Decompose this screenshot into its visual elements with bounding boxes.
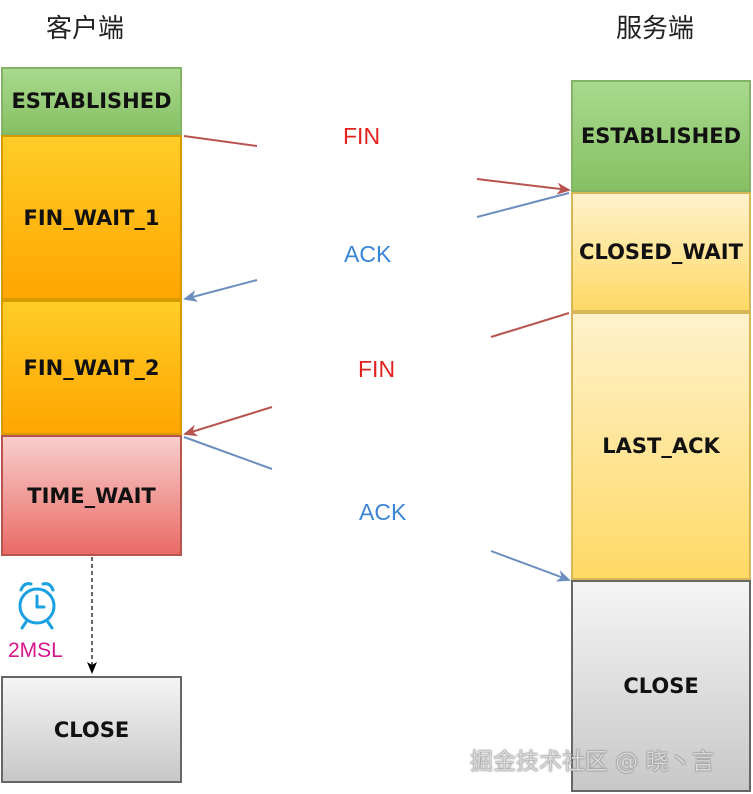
- client-state-close: CLOSE: [1, 676, 182, 783]
- server-state-close: CLOSE: [571, 580, 751, 792]
- server-state-closed-wait: CLOSED_WAIT: [571, 192, 751, 312]
- timer-label: 2MSL: [8, 639, 63, 662]
- fin-label-1: FIN: [343, 123, 381, 149]
- ack-label-2: ACK: [359, 499, 407, 525]
- fin2-arrow-end: [183, 406, 273, 437]
- watermark: 掘金技术社区 @ 晓丶言: [470, 749, 715, 775]
- ack1-arrow-start: [476, 192, 570, 218]
- client-state-established: ESTABLISHED: [1, 67, 182, 135]
- fin1-arrow-start: [183, 135, 258, 147]
- client-state-fin-wait-1: FIN_WAIT_1: [1, 135, 182, 300]
- client-title: 客户端: [46, 14, 125, 44]
- client-state-fin-wait-2: FIN_WAIT_2: [1, 300, 182, 435]
- server-title: 服务端: [616, 14, 695, 44]
- ack2-arrow-end: [490, 550, 571, 582]
- fin-label-2: FIN: [358, 356, 396, 382]
- fin1-arrow-end: [476, 178, 571, 195]
- fin2-arrow-start: [490, 312, 570, 338]
- server-state-last-ack: LAST_ACK: [571, 312, 751, 580]
- ack-label-1: ACK: [344, 241, 392, 267]
- ack1-arrow-end: [183, 279, 258, 302]
- alarm-clock-icon: [18, 582, 56, 630]
- ack2-arrow-start: [183, 436, 273, 470]
- client-state-time-wait: TIME_WAIT: [1, 435, 182, 556]
- server-state-established: ESTABLISHED: [571, 80, 751, 192]
